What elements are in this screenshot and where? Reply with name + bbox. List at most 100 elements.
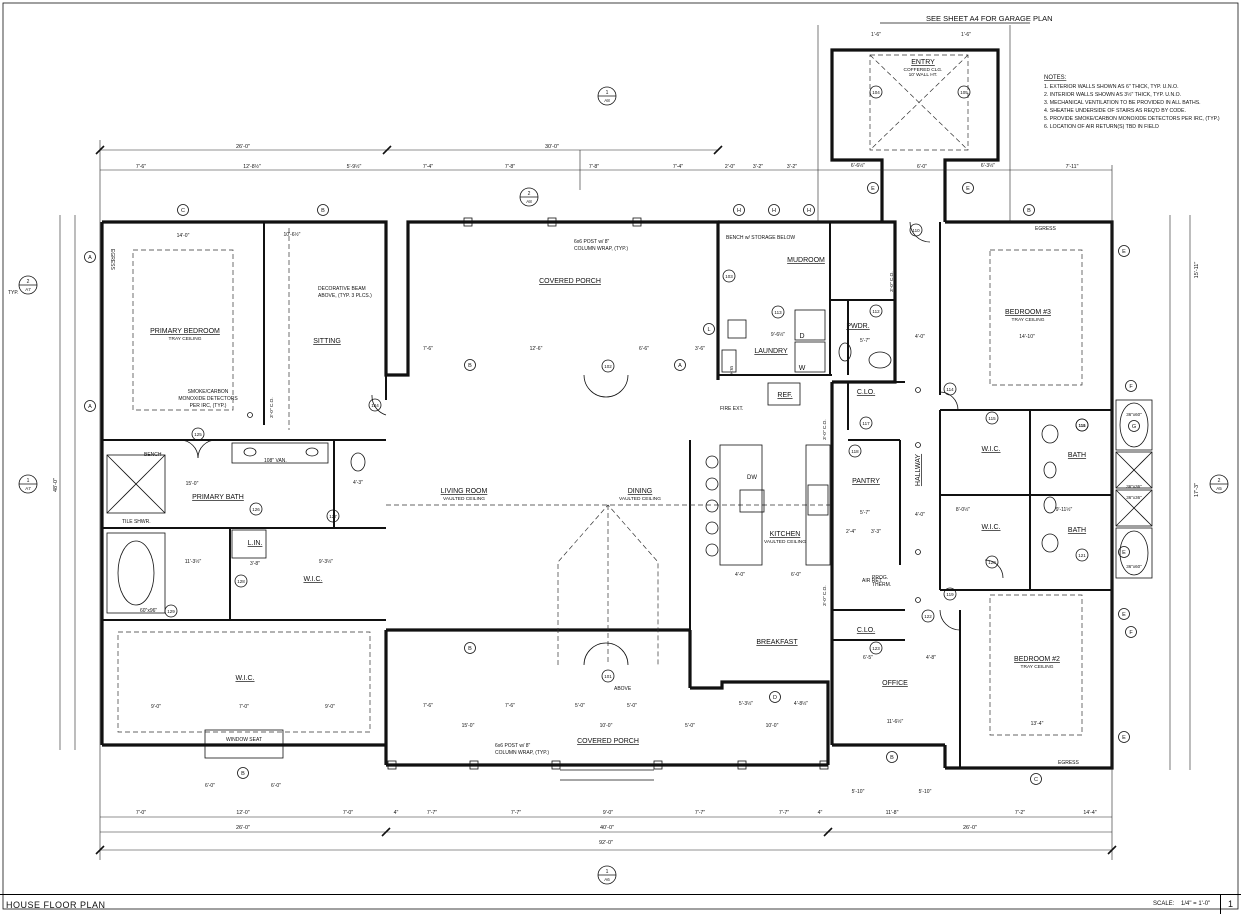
- door-tag-circle: [943, 587, 957, 601]
- door-tag: 101: [604, 674, 612, 679]
- decorative-beam-note: ABOVE, (TYP. 3 PLCS.): [318, 293, 372, 299]
- grid-tag: H: [737, 208, 741, 214]
- dim-text: 6'-0": [271, 783, 281, 789]
- room-ceiling-note: TRAY CEILING: [1021, 664, 1054, 670]
- sheet-number: 1: [1228, 899, 1234, 909]
- grid-tag-circle: [768, 204, 780, 216]
- door-tag-circle: [164, 604, 178, 618]
- room-name: W.I.C.: [981, 446, 1000, 453]
- door-tag-circle: [859, 416, 873, 430]
- section-sheet: A8: [526, 199, 532, 204]
- door-tag-circle: [957, 85, 971, 99]
- fixtures: [106, 309, 1153, 759]
- grid-tag-circle: [1125, 380, 1137, 392]
- bottom-dim: 7'-0": [136, 810, 146, 816]
- water-heater-label: W.H.: [729, 366, 734, 376]
- room-ceiling-note: TRAY CEILING: [169, 336, 202, 342]
- door-tag: 102: [604, 364, 612, 369]
- air-return-label: AIR RET.: [862, 578, 883, 584]
- note-item: 1. EXTERIOR WALLS SHOWN AS 6" THICK, TYP…: [1044, 84, 1179, 90]
- door-tag: 116: [1078, 423, 1086, 428]
- grid-tag-circle: [962, 182, 974, 194]
- typ-label: TYP.: [8, 290, 18, 296]
- shower-label: 36"x36": [1126, 495, 1142, 500]
- bottom-right-dim: 26'-0": [963, 825, 977, 831]
- door-tag: 121: [1078, 553, 1086, 558]
- grid-tag-circle: [703, 323, 715, 335]
- post-note: COLUMN WRAP, (TYP.): [574, 246, 628, 252]
- general-notes: NOTES: 1. EXTERIOR WALLS SHOWN AS 6" THI…: [1044, 75, 1220, 130]
- door-tag-circle: [722, 269, 736, 283]
- door-tag: 118: [851, 449, 859, 454]
- mid-top-dim: 30'-0": [545, 144, 559, 150]
- room-name: PANTRY: [852, 478, 880, 485]
- dim-text: 5'-3½": [739, 700, 753, 707]
- overall-width-dim: 92'-0": [599, 840, 613, 846]
- dim-text: 11'-3½": [185, 558, 202, 565]
- door-tag-circle: [985, 555, 999, 569]
- porch-columns: [387, 217, 829, 781]
- dim-text: 5'-10": [852, 789, 865, 795]
- grid-tag: B: [241, 771, 245, 777]
- dim-text: 11'-6½": [887, 718, 904, 725]
- grid-tag: D: [773, 695, 777, 701]
- bottom-dim: 12'-0": [236, 810, 249, 816]
- section-mark: 2A5: [1209, 474, 1229, 494]
- door-tag-circle: [943, 382, 957, 396]
- door-tag-circle: [1075, 418, 1089, 432]
- dim-text: 4'-0": [735, 572, 745, 578]
- room-name: OFFICE: [882, 680, 908, 687]
- bottom-dim: 14'-4": [1083, 810, 1096, 816]
- door-tag-circle: [191, 427, 205, 441]
- door-tag: 128: [237, 579, 245, 584]
- door-tag-circle: [368, 398, 382, 412]
- grid-tag-circle: [769, 691, 781, 703]
- dim-text: 5'-0": [575, 703, 585, 709]
- grid-tag: B: [468, 646, 472, 652]
- grid-tag: F: [1129, 630, 1133, 636]
- top-dim: 7'-8": [589, 164, 599, 170]
- grid-tag: E: [1122, 550, 1126, 556]
- cased-opening-label: 3'-0" C.O.: [269, 397, 275, 418]
- tub-label: 36"x60": [1126, 564, 1142, 569]
- door-tag-circle: [771, 305, 785, 319]
- door-tag: 104: [872, 90, 880, 95]
- grid-tag-circle: [1118, 731, 1130, 743]
- door-tag: 126: [252, 507, 260, 512]
- grid-tag-circle: [84, 400, 96, 412]
- top-dim: 7'-4": [423, 164, 433, 170]
- room-name: BREAKFAST: [756, 639, 798, 646]
- door-tag: 120: [988, 560, 996, 565]
- top-dim: 12'-8½": [243, 163, 261, 170]
- note-item: 5. PROVIDE SMOKE/CARBON MONOXIDE DETECTO…: [1044, 116, 1220, 122]
- grid-tag: A: [88, 404, 92, 410]
- grid-tag-circle: [886, 751, 898, 763]
- cased-opening-label: 3'-0" C.O.: [889, 271, 895, 292]
- dim-text: 6'-6½": [851, 162, 865, 169]
- dim-text: 15'-0": [462, 723, 475, 729]
- smoke-detector-note: SMOKE/CARBON: [188, 389, 229, 395]
- dim-text: 2'-4": [846, 529, 856, 535]
- door-tag: 111: [1079, 423, 1086, 428]
- top-dim: 7'-11": [1066, 164, 1079, 170]
- room-ceiling-note: VAULTED CEILING: [619, 496, 661, 502]
- right-height-dim: 15'-11": [1194, 262, 1200, 279]
- grid-tag-circle: [733, 204, 745, 216]
- dim-text: 7'-0": [239, 704, 249, 710]
- grid-tag-circle: [1030, 773, 1042, 785]
- room-name: ENTRY: [911, 59, 935, 66]
- door-tag-circle: [848, 444, 862, 458]
- dryer-label: D: [799, 333, 804, 340]
- bottom-dim: 7'-7": [427, 810, 437, 816]
- dishwasher-label: DW: [747, 475, 757, 481]
- dim-text: 5'-10": [919, 789, 932, 795]
- bottom-mid-dim: 40'-0": [600, 825, 614, 831]
- room-name: C.LO.: [857, 627, 875, 634]
- drawing-title: HOUSE FLOOR PLAN: [6, 900, 106, 910]
- notes-heading: NOTES:: [1044, 75, 1067, 81]
- door-tag: 117: [862, 421, 870, 426]
